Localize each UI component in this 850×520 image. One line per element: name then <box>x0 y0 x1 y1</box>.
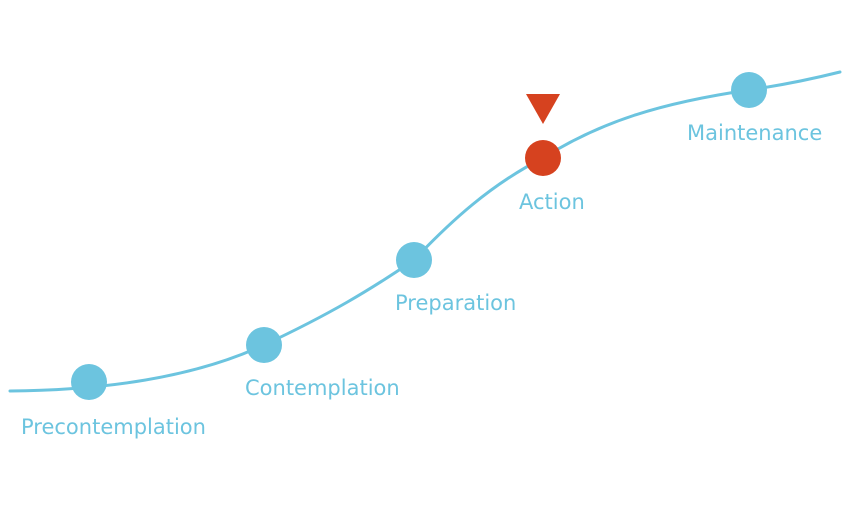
stage-label-maintenance: Maintenance <box>687 121 822 145</box>
stage-node-preparation <box>396 242 432 278</box>
stage-label-preparation: Preparation <box>395 291 516 315</box>
stage-labels: Precontemplation Contemplation Preparati… <box>21 121 822 439</box>
down-triangle-icon <box>526 94 560 124</box>
stage-label-action: Action <box>519 190 585 214</box>
stage-node-contemplation <box>246 327 282 363</box>
stage-label-precontemplation: Precontemplation <box>21 415 206 439</box>
stage-node-action <box>525 140 561 176</box>
stage-node-precontemplation <box>71 364 107 400</box>
stage-nodes <box>71 72 767 400</box>
stage-label-contemplation: Contemplation <box>245 376 400 400</box>
stage-node-maintenance <box>731 72 767 108</box>
progress-curve <box>8 70 842 393</box>
